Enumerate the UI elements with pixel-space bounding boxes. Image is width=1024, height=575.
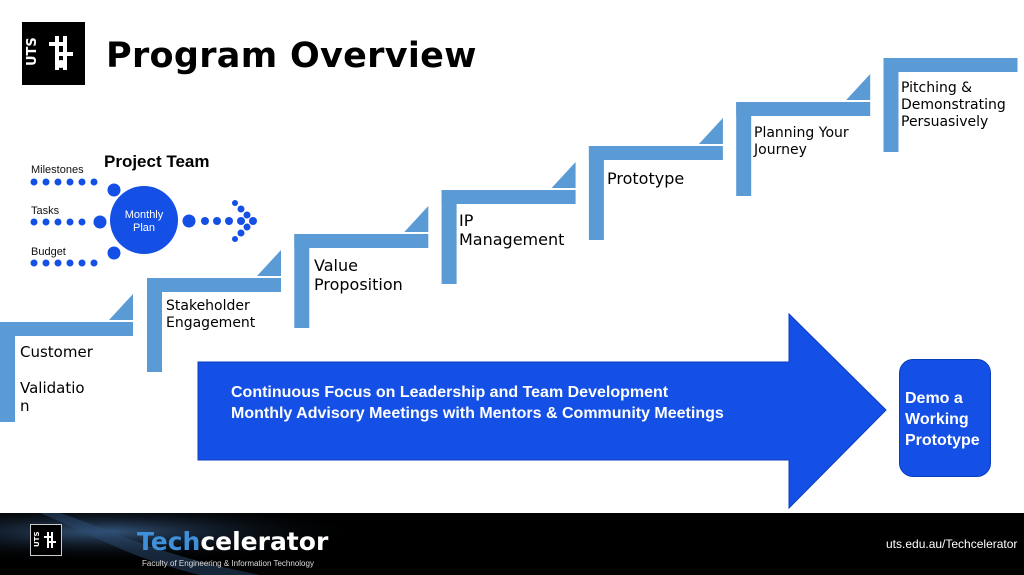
step-riser-value-proposition <box>294 234 310 328</box>
step-value-proposition <box>294 206 429 328</box>
tasks-dot-flow <box>30 215 107 229</box>
arrow-text: Continuous Focus on Leadership and Team … <box>231 383 724 425</box>
project-team-title: Project Team <box>104 152 210 171</box>
footer-background <box>0 513 520 575</box>
step-prototype <box>588 118 723 240</box>
step-bar-planning-journey <box>736 102 871 116</box>
input-label-budget: Budget <box>31 246 66 258</box>
brand-celerator: celerator <box>200 527 329 556</box>
step-connector-stakeholder-engagement <box>257 250 281 276</box>
step-bar-value-proposition <box>294 234 429 248</box>
step-riser-customer-validation <box>0 322 15 422</box>
step-riser-pitching <box>883 58 899 152</box>
input-label-tasks: Tasks <box>31 205 60 217</box>
step-customer-validation <box>0 294 133 422</box>
techcelerator-brand: Techcelerator <box>137 527 328 556</box>
faculty-name: Faculty of Engineering & Information Tec… <box>142 559 314 568</box>
step-pitching <box>883 58 1018 152</box>
continuous-focus-arrow <box>197 312 887 510</box>
milestones-dot-flow <box>30 178 121 197</box>
step-bar-stakeholder-engagement <box>147 278 281 292</box>
step-riser-prototype <box>588 146 604 240</box>
footer-uts-crest-icon: UTS <box>33 531 56 548</box>
staircase-diagram <box>0 58 1018 422</box>
step-label-ip-management: IP Management <box>459 211 565 250</box>
monthly-plan-hub-line2: Plan <box>133 222 155 234</box>
step-bar-ip-management <box>441 190 576 204</box>
step-connector-value-proposition <box>404 206 429 232</box>
step-connector-prototype <box>698 118 723 144</box>
footer-banner <box>0 513 1024 575</box>
monthly-plan-hub <box>110 186 178 254</box>
website-link[interactable]: uts.edu.au/Techcelerator <box>886 537 1018 551</box>
arrow-text-line1: Continuous Focus on Leadership and Team … <box>231 384 669 401</box>
step-label-value-proposition: Value Proposition <box>314 256 403 295</box>
budget-dot-flow <box>30 246 121 267</box>
step-riser-planning-journey <box>736 102 752 196</box>
step-label-stakeholder-engagement: Stakeholder Engagement <box>166 298 256 331</box>
step-label-prototype: Prototype <box>607 169 685 188</box>
demo-prototype-box <box>899 359 991 477</box>
step-planning-journey <box>736 74 871 196</box>
monthly-plan-hub-line1: Monthly <box>125 209 164 221</box>
demo-prototype-text: Demo a Working Prototype <box>905 390 980 449</box>
step-connector-planning-journey <box>846 74 871 100</box>
step-stakeholder-engagement <box>147 250 281 372</box>
input-label-milestones: Milestones <box>31 164 84 176</box>
output-arrow-dots <box>182 200 257 242</box>
uts-crest-icon: UTS <box>25 36 73 70</box>
step-label-customer-validation: Customer Validatio n <box>20 343 93 415</box>
uts-logo-text: UTS <box>25 37 40 66</box>
step-label-planning-journey: Planning Your Journey <box>754 125 849 158</box>
uts-logo: UTS <box>22 22 85 85</box>
step-riser-stakeholder-engagement <box>147 278 162 372</box>
step-ip-management <box>441 162 576 284</box>
step-riser-ip-management <box>441 190 457 284</box>
step-connector-customer-validation <box>109 294 133 320</box>
arrow-text-line2: Monthly Advisory Meetings with Mentors &… <box>231 404 724 422</box>
step-bar-customer-validation <box>0 322 133 336</box>
footer-uts-logo: UTS <box>30 524 62 556</box>
monthly-plan-diagram: Monthly Plan <box>30 178 257 267</box>
footer-logo-text: UTS <box>33 531 41 547</box>
step-bar-pitching <box>883 58 1018 72</box>
page-title: Program Overview <box>106 36 477 76</box>
brand-tech: Tech <box>137 527 201 556</box>
step-connector-ip-management <box>551 162 576 188</box>
step-bar-prototype <box>588 146 723 160</box>
step-label-pitching: Pitching & Demonstrating Persuasively <box>901 80 1006 130</box>
